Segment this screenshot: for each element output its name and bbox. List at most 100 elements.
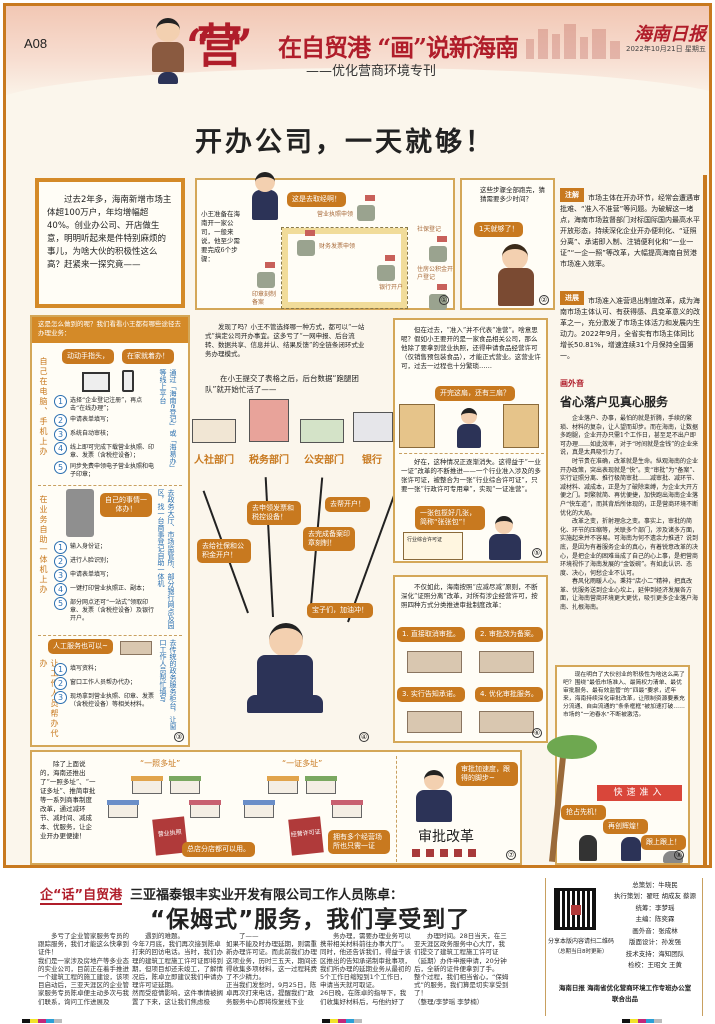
speech-bubble: 拥有多个经营场所也只需一证 bbox=[328, 830, 390, 854]
article-kicker: 三亚福泰银丰实业开发有限公司工作人员陈卓： bbox=[130, 888, 404, 903]
runner-figure bbox=[579, 835, 597, 861]
panel-number: ⑥ bbox=[532, 728, 542, 738]
shop-icon bbox=[169, 776, 201, 794]
mascot-illustration bbox=[146, 18, 190, 84]
xiaowang-head bbox=[495, 516, 513, 534]
character-figure bbox=[498, 268, 534, 306]
credit-line: 统筹：李梦瑶 bbox=[635, 904, 675, 912]
panel-narration: 小王准备在海南开一家公司，一般来说，他至少需要完成6个步骤： bbox=[201, 210, 240, 263]
step-label: 住房公积金开户登记 bbox=[417, 266, 454, 281]
shop-icon bbox=[305, 776, 337, 794]
comic-panel-2: 这些步骤全部跑完，猜猜需要多少时间？ 1天就够了！ ② bbox=[460, 178, 555, 310]
step-text: 申请表单填写； bbox=[70, 416, 113, 423]
method-label: 自己在电脑、手机上办 bbox=[39, 357, 48, 457]
issue-date: 2022年10月21日 星期五 bbox=[626, 45, 706, 53]
speech-bubble: 去帮开户！ bbox=[325, 497, 370, 512]
panel-text: 在小王提交了表格之后，后台数据“跑腿团队”就开始忙活了—— bbox=[205, 374, 359, 394]
qr-caption: 分享本版内容请扫二维码 bbox=[547, 938, 614, 945]
operating-permit: 经营许可证 bbox=[288, 816, 324, 856]
divider bbox=[38, 635, 182, 636]
credit-line: 版面设计：孙发强 bbox=[629, 938, 681, 946]
method-note: 去传统的政务服务柜台，让窗口工作人员帮忙填写 bbox=[159, 639, 177, 730]
stamps-icon bbox=[412, 849, 482, 857]
speech-bubble: 人工服务也可以~ bbox=[48, 639, 113, 654]
speech-bubble: 去完成备案印章刻制！ bbox=[303, 527, 355, 551]
license-certificate: 行业综合许可证 bbox=[403, 532, 463, 560]
speech-bubble: 宝子们，加油冲！ bbox=[307, 603, 373, 618]
big-character: “营” bbox=[186, 19, 253, 73]
print-registration-mark bbox=[322, 1019, 362, 1023]
note-tag: 注解 bbox=[560, 188, 584, 202]
credit-line: 主编：陈奕霖 bbox=[635, 915, 675, 923]
official-desk bbox=[407, 651, 462, 673]
comic-panel-1: 小王准备在海南开一家公司，一般来说，他至少需要完成6个步骤： 这是去取经啊！ 营… bbox=[195, 172, 455, 310]
panel-number: ⑦ bbox=[506, 850, 516, 860]
flag-icon bbox=[257, 262, 275, 288]
flag-icon bbox=[429, 236, 447, 262]
panel-title: 这是怎么做到的呢？我们看看小王都有哪些途径去办理业务： bbox=[32, 317, 188, 343]
official-desk bbox=[407, 711, 462, 733]
intro-bubble: 过去2年多，海南新增市场主体超100万户，年均增幅超40%。创业办公司、开店做生… bbox=[35, 178, 185, 308]
step-text: 一键打印营业执照正、副本； bbox=[70, 585, 149, 592]
service-desk bbox=[120, 641, 152, 655]
article-column: 多亏了企业管家服务专员的跟踪服务，我们才能这么快拿到证件！ 我们是一家涉及房地产… bbox=[38, 932, 129, 1006]
commentary-paragraph: 春风化雨暖人心。秉持“店小二”精神，把真改革、优服务送到企业心坎上，延伸到经济发… bbox=[560, 578, 699, 612]
speech-bubble: 自己的事情一体办！ bbox=[100, 493, 152, 517]
qr-code[interactable] bbox=[554, 888, 596, 930]
xiaowang-figure bbox=[489, 534, 521, 560]
step-number: 5 bbox=[54, 597, 67, 610]
panel-text: 发现了吗？小王不管选择哪一种方式，都可以“一站式”搞定公司开办事宜。这多亏了“一… bbox=[205, 323, 365, 358]
speech-bubble: 去申领发票和税控设备！ bbox=[247, 501, 301, 525]
method-note: 去政务大厅、市场监管所、部分银行网点及园区，找一台商事登记自助一体机 bbox=[157, 489, 175, 629]
comic-panel-7: 除了上面说的，海南还推出了“一照多址”、“一证多址”、推简审批等一系列商事制度改… bbox=[30, 750, 522, 865]
character-head bbox=[502, 244, 528, 270]
shop-icon bbox=[131, 776, 163, 794]
step-text: 输入身份证； bbox=[70, 543, 107, 550]
panel-text: 除了上面说的，海南还推出了“一照多址”、“一证多址”、推简审批等一系列商事制度改… bbox=[40, 760, 96, 840]
side-bar bbox=[703, 175, 707, 865]
comic-panel-4: 发现了吗？小王不管选择哪一种方式，都可以“一站式”搞定公司开办事宜。这多亏了“一… bbox=[192, 315, 397, 747]
dept-label: 公安部门 bbox=[304, 455, 344, 466]
arrow bbox=[264, 477, 274, 618]
reform-label: 审批改革 bbox=[418, 829, 474, 845]
computer-icon bbox=[82, 372, 110, 392]
note-text: 市场主体在开办环节，经常会遭遇审批难、“准入不准营”等问题。为破解这一堵点，海南… bbox=[560, 194, 700, 268]
masthead: A08 “营” 在自贸港 “画”说新海南 ——优化营商环境专刊 海南日报 202… bbox=[6, 6, 709, 101]
xiaowang-figure bbox=[257, 655, 313, 697]
runner-figure bbox=[621, 837, 641, 861]
step-label: 印章刻制备案 bbox=[252, 291, 277, 306]
group-title: “一照多址” bbox=[140, 759, 181, 768]
method-label: 在业务自助一体机上办 bbox=[39, 495, 48, 595]
step-text: 窗口工作人员帮办代办； bbox=[70, 679, 137, 686]
shop-icon bbox=[331, 800, 363, 818]
step-number: 1 bbox=[54, 541, 67, 554]
route-path bbox=[281, 227, 408, 309]
banner: 快速准入 bbox=[597, 785, 682, 801]
print-registration-mark bbox=[22, 1019, 62, 1023]
building-police bbox=[300, 419, 344, 443]
xiaowang-head bbox=[255, 172, 275, 192]
step-number: 1 bbox=[54, 663, 67, 676]
step-number: 3 bbox=[54, 569, 67, 582]
official-desk bbox=[479, 711, 534, 733]
step-number: 2 bbox=[54, 555, 67, 568]
step-text: 线上即可完成下载营业执照、印章、发票（含税控设备）； bbox=[70, 444, 155, 459]
speech-bubble: 抢占先机！ bbox=[561, 805, 606, 820]
step-number: 4 bbox=[54, 442, 67, 455]
speech-bubble: 再创辉煌！ bbox=[603, 819, 648, 834]
dept-label: 税务部门 bbox=[249, 455, 289, 466]
speech-bubble: 开完这扇，还有三扇？ bbox=[435, 386, 515, 401]
xiaowang-figure bbox=[416, 790, 452, 822]
credit-line: 总策划：牛晓民 bbox=[632, 881, 678, 889]
panel-text: 现在明白了大伙创业的积极性为啥这么高了吧？围绕“最低市场准入、最简权力清单、最优… bbox=[563, 672, 685, 718]
article-column: 遇到的难题。 今年7月底，我们再次接到陈卓打来的回访电话。当时，我们办理的建筑工… bbox=[132, 932, 223, 1006]
panel-text: 不仅如此，海南按照“应减尽减”原则，不断深化“证照分离”改革，对所有涉企经营许可… bbox=[401, 583, 538, 609]
section-subtitle: ——优化营商环境专刊 bbox=[306, 64, 437, 79]
